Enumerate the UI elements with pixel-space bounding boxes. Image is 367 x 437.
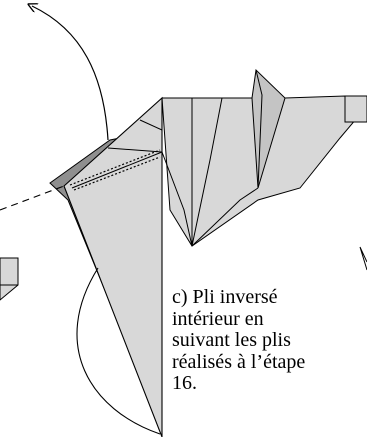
origami-body [161, 68, 367, 247]
right-edge-arrow [359, 246, 367, 271]
caption-line-2: intérieur en [172, 307, 264, 330]
caption-line-4: réalisés à l’étape [172, 350, 306, 373]
left-partial-shape [0, 257, 19, 301]
curved-guide-line [76, 267, 161, 435]
curved-arrow [32, 6, 109, 141]
caption-line-1: c) Pli inversé [172, 286, 278, 308]
fold-line-dashed [0, 185, 65, 211]
caption-line-3: suivant les plis [172, 329, 291, 351]
origami-flap [63, 96, 193, 437]
step-caption: c) Pli inversé intérieur en suivant les … [172, 286, 367, 395]
caption-line-5: 16. [172, 372, 197, 394]
fold-lines-dotted [69, 149, 161, 191]
